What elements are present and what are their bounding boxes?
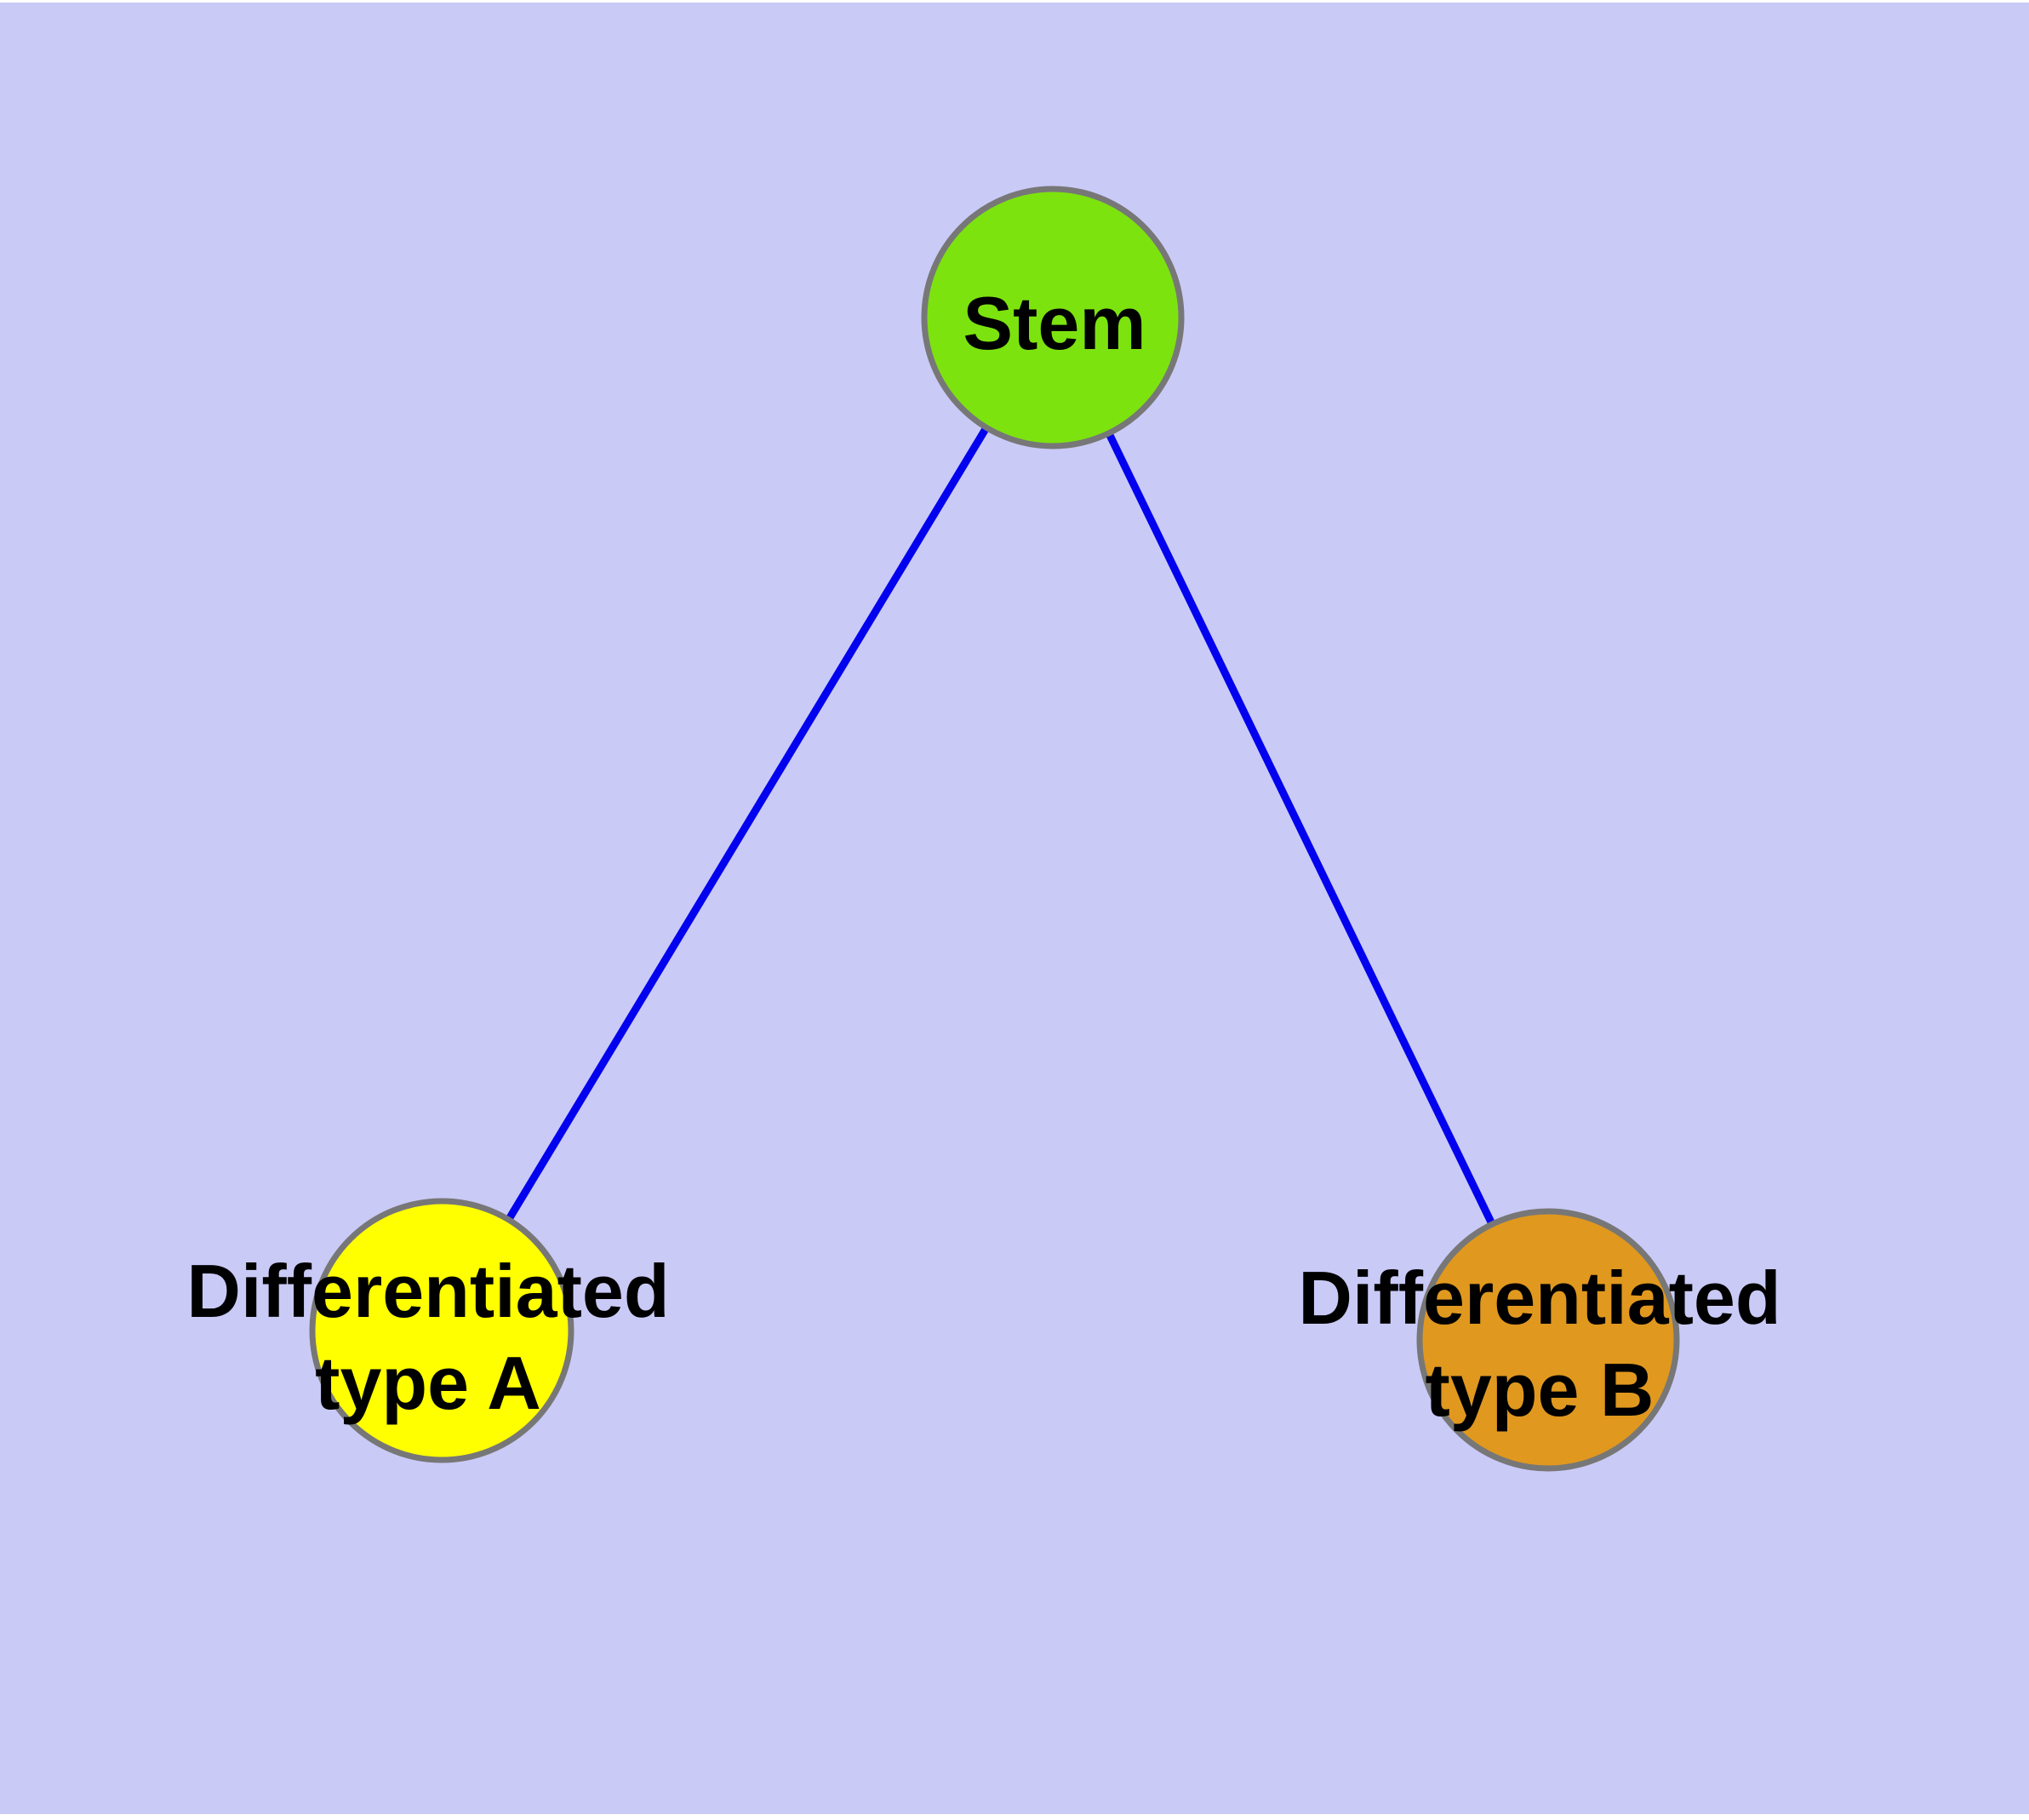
node-differentiated-type-b-circle[interactable] (1416, 1208, 1680, 1472)
node-differentiated-type-b-label-line1: Differentiated (1298, 1256, 1780, 1340)
node-differentiated-type-b-label-line2: type B (1426, 1348, 1655, 1432)
node-differentiated-type-a[interactable]: Differentiated type A (186, 1198, 670, 1463)
node-differentiated-type-a-label-line1: Differentiated (186, 1249, 669, 1333)
node-differentiated-type-b[interactable]: Differentiated type B (1298, 1208, 1781, 1472)
node-differentiated-type-a-label-line2: type A (315, 1341, 541, 1425)
node-stem-circle[interactable] (921, 186, 1185, 449)
node-stem-label: Stem (963, 281, 1146, 365)
node-differentiated-type-a-circle[interactable] (309, 1198, 574, 1463)
edge-stem-to-differentiated-type-a (438, 315, 1056, 1333)
edge-stem-to-differentiated-type-b (1049, 316, 1552, 1342)
node-stem[interactable]: Stem (921, 186, 1185, 449)
